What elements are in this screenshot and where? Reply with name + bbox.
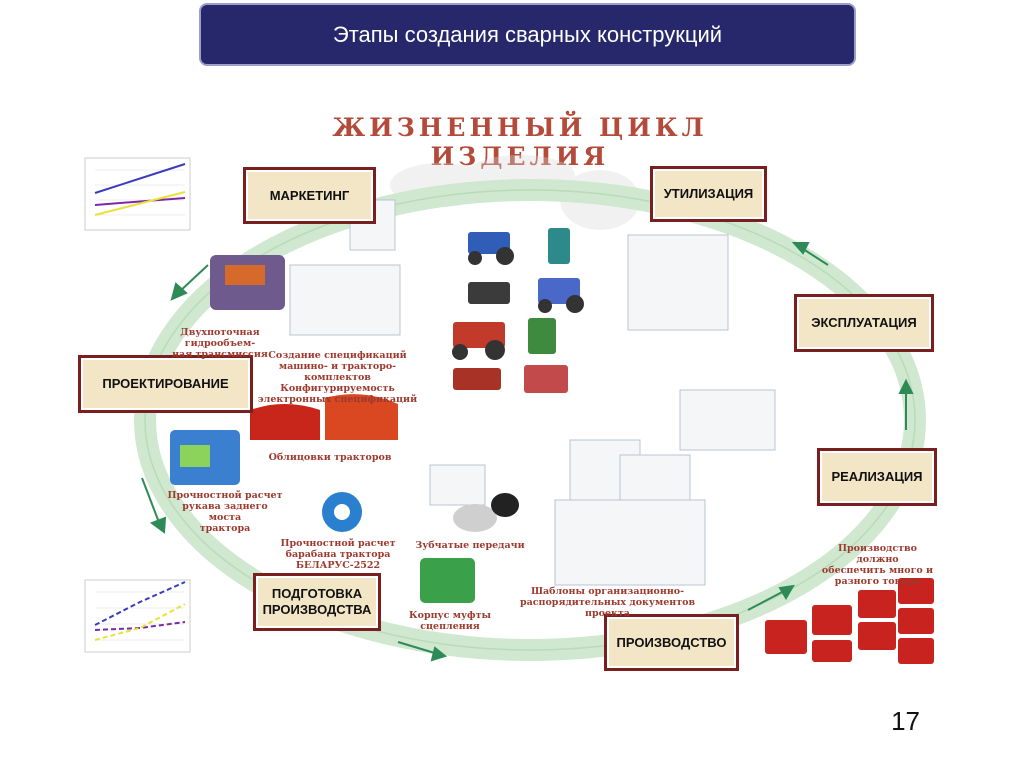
caption-templates: Шаблоны организационно- распорядительных… bbox=[500, 586, 715, 619]
caption-drum-3: БЕЛАРУС-2522 bbox=[295, 560, 381, 571]
tractor-icons bbox=[452, 228, 584, 393]
slide-number: 17 bbox=[891, 706, 920, 736]
caption-clutch: Корпус муфты сцепления bbox=[405, 610, 495, 632]
stage-sales: РЕАЛИЗАЦИЯ bbox=[817, 448, 937, 506]
stage-design: ПРОЕКТИРОВАНИЕ bbox=[78, 355, 253, 413]
cycle-arrows bbox=[141, 242, 914, 662]
production-chart-thumbnail bbox=[84, 579, 191, 653]
stage-marketing: МАРКЕТИНГ bbox=[243, 167, 376, 224]
caption-sleeve-1: Прочностной расчет bbox=[167, 490, 283, 501]
caption-production-note-1: Производство должно bbox=[838, 543, 917, 565]
stage-operation: ЭКСПЛУАТАЦИЯ bbox=[794, 294, 934, 352]
caption-cladding-text: Облицовки тракторов bbox=[268, 452, 392, 463]
caption-drum-2: барабана трактора bbox=[285, 549, 391, 560]
cad-models bbox=[170, 255, 519, 603]
marketing-chart-thumbnail bbox=[84, 157, 226, 231]
stage-marketing-label: МАРКЕТИНГ bbox=[269, 187, 350, 203]
software-screenshots bbox=[289, 199, 776, 586]
caption-specifications: Создание спецификаций машино- и тракторо… bbox=[255, 350, 420, 405]
diagram-title: ЖИЗНЕННЫЙ ЦИКЛ ИЗДЕЛИЯ bbox=[332, 113, 708, 171]
caption-spec-1: Создание спецификаций bbox=[268, 350, 407, 361]
slide-title-bar: Этапы создания сварных конструкций bbox=[199, 3, 856, 66]
caption-clutch-2: сцепления bbox=[420, 621, 480, 632]
caption-production-note-2: обеспечить много и bbox=[821, 565, 934, 576]
caption-drum: Прочностной расчет барабана трактора БЕЛ… bbox=[278, 538, 398, 571]
caption-sleeve-3: трактора bbox=[199, 523, 251, 534]
caption-production-note-3: разного товара bbox=[834, 576, 921, 587]
stage-sales-label: РЕАЛИЗАЦИЯ bbox=[831, 469, 923, 484]
stage-production: ПРОИЗВОДСТВО bbox=[604, 614, 739, 671]
caption-spec-4: электронных спецификаций bbox=[257, 394, 418, 405]
caption-clutch-1: Корпус муфты bbox=[408, 610, 492, 621]
caption-templates-1: Шаблоны организационно- bbox=[530, 586, 685, 597]
caption-transmission-1: Двухпоточная гидрообъем- bbox=[180, 327, 260, 349]
caption-gears-text: Зубчатые передачи bbox=[415, 540, 525, 551]
caption-sleeve-2: рукава заднего моста bbox=[182, 501, 268, 523]
caption-drum-1: Прочностной расчет bbox=[280, 538, 396, 549]
caption-cladding: Облицовки тракторов bbox=[265, 452, 395, 463]
stage-disposal: УТИЛИЗАЦИЯ bbox=[650, 166, 767, 222]
stage-production-label: ПРОИЗВОДСТВО bbox=[616, 634, 727, 650]
caption-gears: Зубчатые передачи bbox=[415, 540, 525, 551]
caption-templates-2: распорядительных документов проекта bbox=[519, 597, 696, 619]
caption-transmission: Двухпоточная гидрообъем- ная трансмиссия bbox=[145, 327, 295, 360]
caption-production-note: Производство должно обеспечить много и р… bbox=[820, 543, 935, 587]
stage-design-label: ПРОЕКТИРОВАНИЕ bbox=[102, 376, 229, 391]
stage-preparation-label: ПОДГОТОВКА ПРОИЗВОДСТВА bbox=[263, 586, 372, 618]
caption-transmission-2: ная трансмиссия bbox=[172, 349, 268, 360]
stage-production-preparation: ПОДГОТОВКА ПРОИЗВОДСТВА bbox=[253, 573, 381, 631]
slide-title: Этапы создания сварных конструкций bbox=[332, 21, 723, 47]
stage-disposal-label: УТИЛИЗАЦИЯ bbox=[663, 186, 754, 201]
tractor-fleet bbox=[765, 578, 934, 664]
stage-preparation-line1: ПОДГОТОВКА bbox=[271, 586, 363, 601]
caption-sleeve: Прочностной расчет рукава заднего моста … bbox=[165, 490, 285, 534]
stage-operation-label: ЭКСПЛУАТАЦИЯ bbox=[811, 315, 917, 330]
stage-preparation-line2: ПРОИЗВОДСТВА bbox=[262, 602, 372, 617]
caption-spec-3: Конфигурируемость bbox=[280, 383, 395, 394]
caption-spec-2: машино- и тракторо-комплектов bbox=[278, 361, 397, 383]
